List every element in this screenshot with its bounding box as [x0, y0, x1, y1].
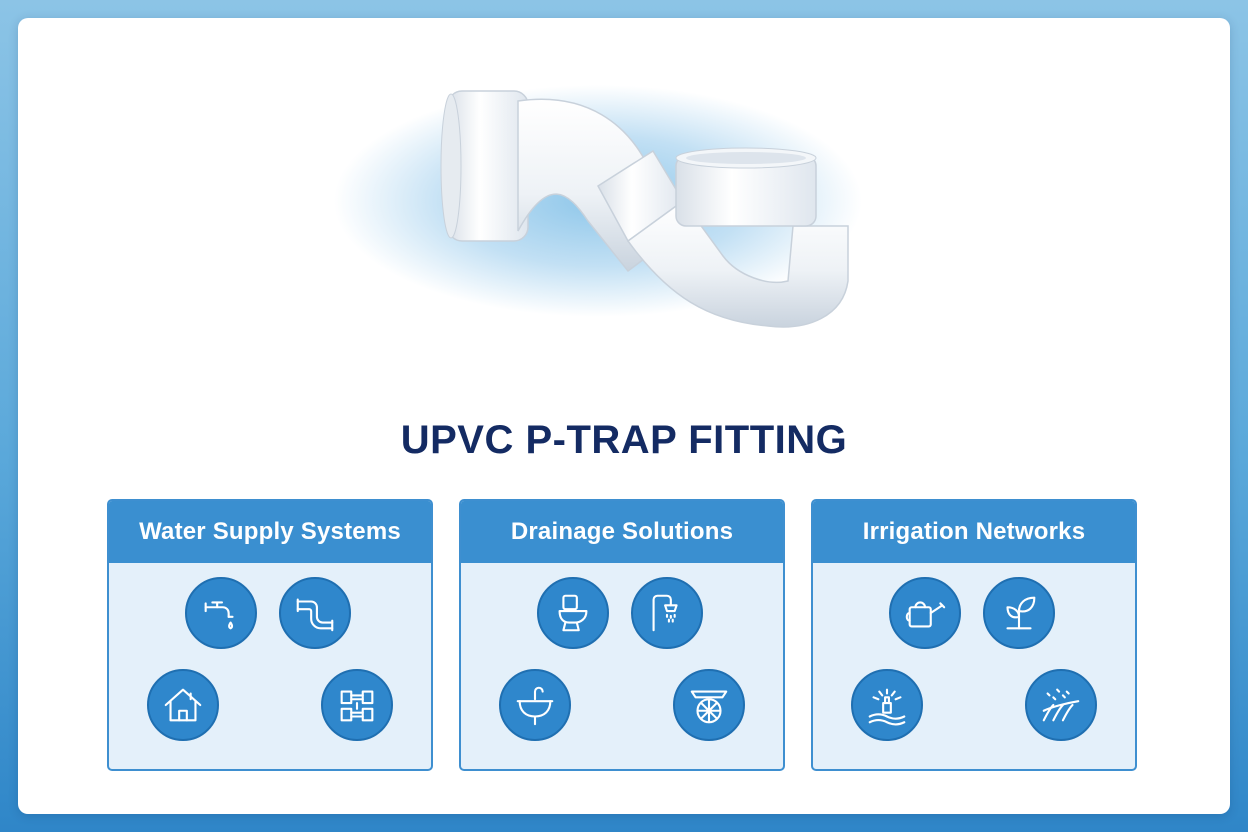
panel-body	[109, 563, 431, 769]
house-icon	[147, 669, 219, 741]
floor-drain-icon	[673, 669, 745, 741]
panel-irrigation: Irrigation Networks	[811, 499, 1137, 771]
faucet-icon	[185, 577, 257, 649]
watering-can-icon	[889, 577, 961, 649]
pipe-valve-icon	[321, 669, 393, 741]
panel-water-supply: Water Supply Systems	[107, 499, 433, 771]
pipe-elbow-icon	[279, 577, 351, 649]
shower-icon	[631, 577, 703, 649]
product-image	[268, 56, 928, 346]
sink-icon	[499, 669, 571, 741]
toilet-icon	[537, 577, 609, 649]
page-title: UPVC P-TRAP FITTING	[400, 418, 848, 462]
plant-sprout-icon	[983, 577, 1055, 649]
panel-body	[813, 563, 1135, 769]
p-trap-image	[440, 90, 849, 328]
panel-drainage: Drainage Solutions	[459, 499, 785, 771]
panel-header: Water Supply Systems	[109, 501, 431, 563]
main-card: UPVC P-TRAP FITTING Water Supply Systems…	[18, 18, 1230, 814]
panel-header: Irrigation Networks	[813, 501, 1135, 563]
field-irrigation-icon	[1025, 669, 1097, 741]
panel-body	[461, 563, 783, 769]
panel-header: Drainage Solutions	[461, 501, 783, 563]
sprinkler-icon	[851, 669, 923, 741]
